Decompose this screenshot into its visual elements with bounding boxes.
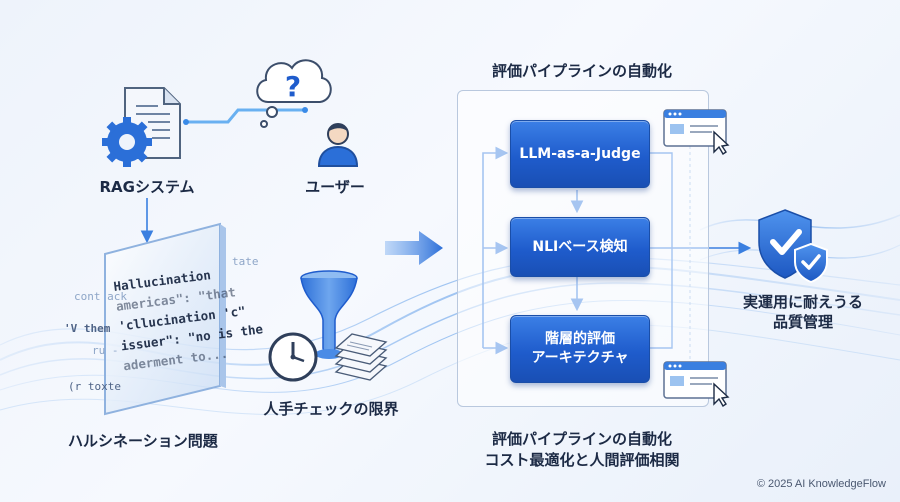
- user-icon: [317, 123, 359, 167]
- window-cursor-icon: [663, 109, 730, 155]
- glass-panel-icon: [104, 222, 226, 416]
- svg-text:?: ?: [285, 70, 301, 103]
- node-label-line2: アーキテクチャ: [531, 350, 629, 366]
- node-llm-as-a-judge: LLM-as-a-Judge: [510, 120, 650, 188]
- node-label: LLM-as-a-Judge: [519, 145, 641, 162]
- node-label: NLIベース検知: [532, 238, 628, 255]
- hallucination-panel-text: Hallucination americas": "that 'cllucina…: [112, 260, 266, 377]
- clock-icon: [268, 332, 318, 382]
- ghost-line: tate: [232, 255, 259, 268]
- shield-check-icon: [758, 209, 828, 284]
- ghost-line: ru -: [92, 344, 119, 357]
- outcome-line1: 実運用に耐えうる: [742, 293, 863, 311]
- pipeline-caption-line2: コスト最適化と人間評価相関: [484, 451, 680, 469]
- window-cursor-icon: [663, 361, 730, 407]
- pipeline-caption-line1: 評価パイプラインの自動化: [491, 430, 672, 448]
- ghost-line: cont ack: [74, 290, 127, 303]
- hallucination-label: ハルシネーション問題: [68, 432, 218, 450]
- node-hierarchical-architecture: 階層的評価 アーキテクチャ: [510, 315, 650, 383]
- copyright-footer: © 2025 AI KnowledgeFlow: [756, 478, 886, 490]
- main-flow-arrow: [385, 231, 443, 265]
- user-label: ユーザー: [305, 178, 365, 196]
- pipeline-title: 評価パイプラインの自動化: [491, 62, 672, 80]
- node-nli-detection: NLIベース検知: [510, 217, 650, 277]
- ghost-line: 'V them: [64, 322, 111, 335]
- outcome-line2: 品質管理: [772, 313, 833, 331]
- ghost-line: (r toxte: [68, 380, 121, 393]
- rag-system-label: RAGシステム: [99, 178, 195, 196]
- manual-check-label: 人手チェックの限界: [263, 400, 399, 418]
- document-gear-icon: [102, 87, 181, 167]
- node-label-line1: 階層的評価: [545, 331, 615, 348]
- paper-stack-icon: [334, 333, 388, 381]
- thought-bubble-question-icon: ?: [256, 59, 332, 128]
- funnel-icon: [300, 270, 358, 359]
